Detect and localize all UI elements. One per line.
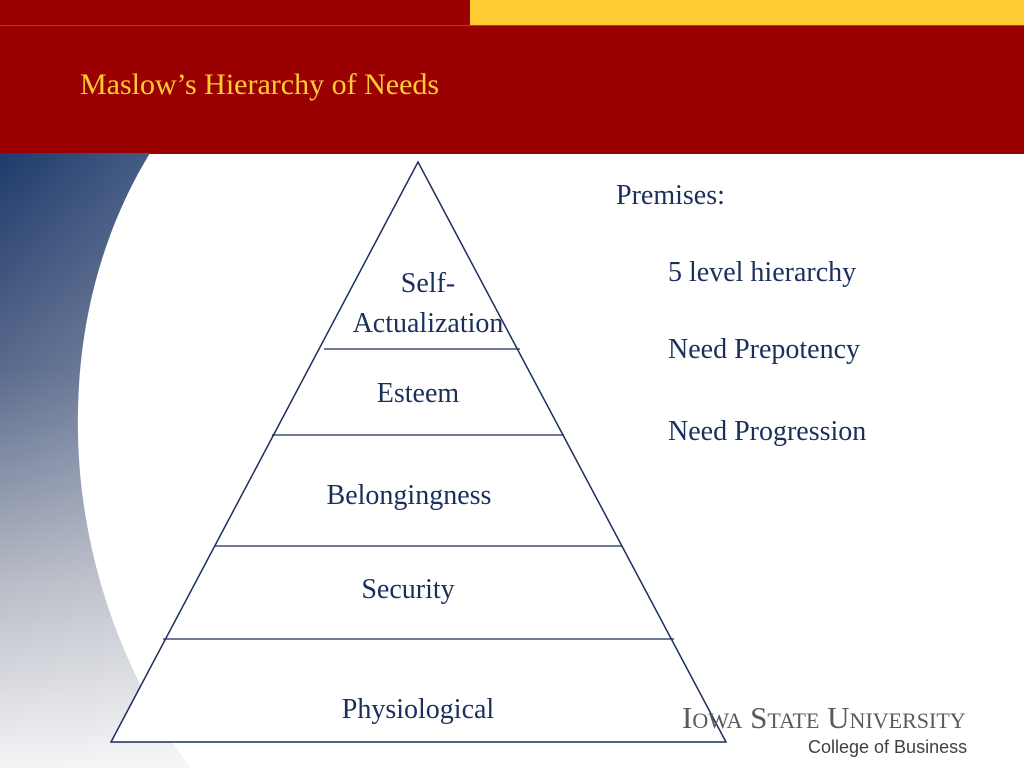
level-belongingness: Belongingness [326,480,492,511]
level-esteem: Esteem [376,378,460,409]
level-self-actualization-line2: Actualization [352,308,504,339]
level-self-actualization: Self- Actualization [318,264,538,344]
premise-item-1: 5 level hierarchy [668,257,857,288]
logo-college-name: College of Business [808,737,968,757]
premise-item-3: Need Progression [668,416,867,447]
premise-item-2: Need Prepotency [668,334,861,365]
university-logo: Iowa State University College of Busines… [682,700,992,762]
pyramid-outline [109,160,728,743]
slide-title: Maslow’s Hierarchy of Needs [80,68,440,101]
level-self-actualization-line1: Self- [400,268,456,299]
logo-university-name: Iowa State University [682,700,966,735]
top-strip-gold [470,0,1024,25]
level-physiological: Physiological [341,694,495,725]
header-band [0,25,1024,154]
top-accent-strip [0,0,1024,25]
decorative-side-swoosh [0,153,190,768]
level-security: Security [361,574,455,605]
premises-heading: Premises: [616,180,725,211]
top-strip-red [0,0,470,25]
